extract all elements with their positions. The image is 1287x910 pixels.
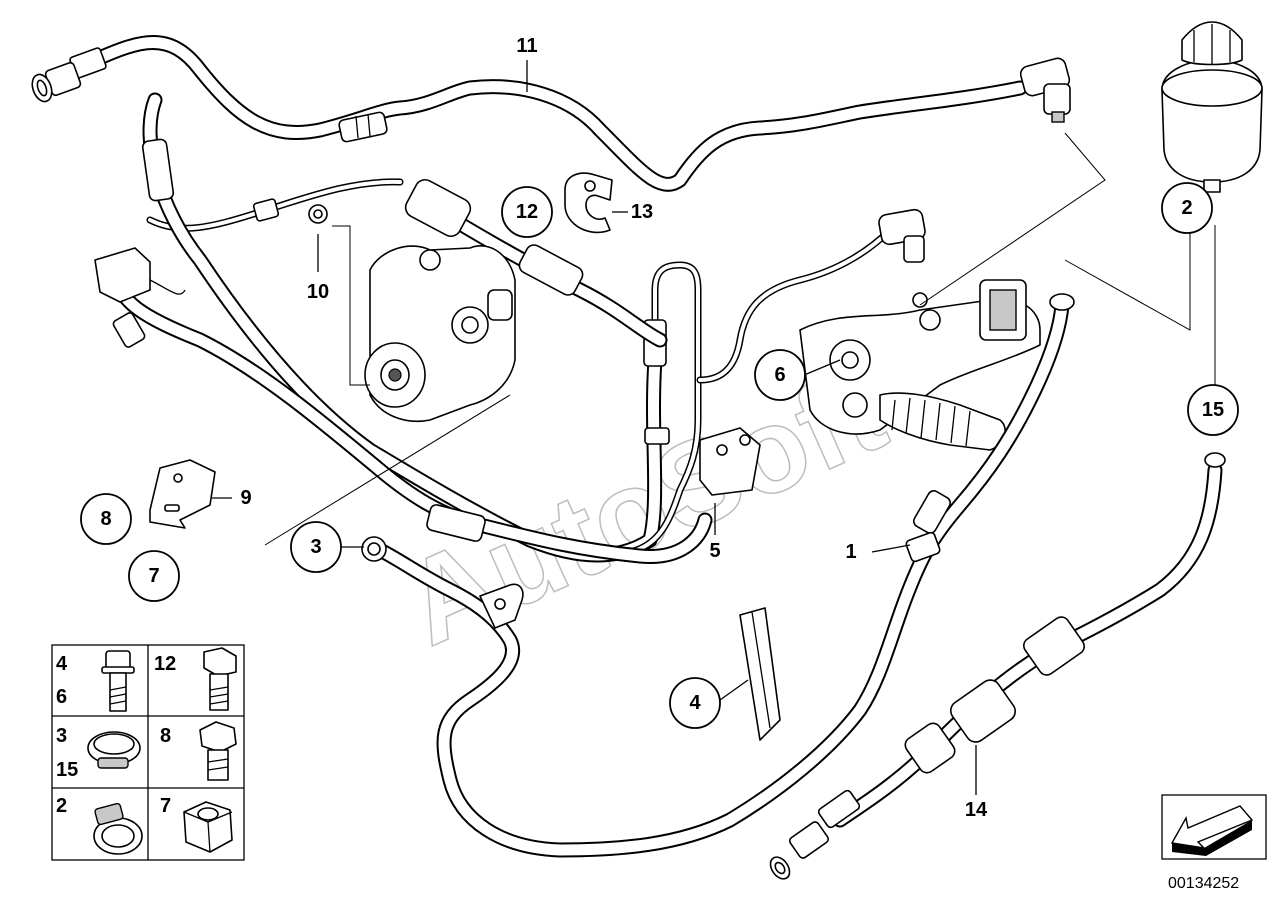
callout-5: 5 [709,540,720,562]
pump-bracket [94,247,186,303]
hose-connector-lower [769,821,830,880]
svg-text:8: 8 [160,725,171,747]
legend-cell-3-15: 3 15 [56,725,141,781]
callout-1: 1 [845,541,856,563]
hex-nut-icon [183,801,233,853]
legend-cell-12: 12 [154,647,237,711]
hex-bolt-icon [199,721,237,781]
diagram-id: 00134252 [1168,875,1239,892]
svg-text:3: 3 [56,725,67,747]
svg-text:15: 15 [1202,399,1224,421]
svg-text:7: 7 [160,795,171,817]
svg-text:10: 10 [307,281,329,303]
svg-text:8: 8 [100,508,111,530]
heat-shield-4 [739,607,781,741]
steering-boot [891,397,971,447]
svg-text:2: 2 [1181,197,1192,219]
steering-gear [799,279,1041,451]
hex-bolt-icon [203,647,237,711]
return-hose-1 [361,293,1075,858]
svg-text:13: 13 [631,201,653,223]
svg-text:12: 12 [154,653,176,675]
clamp-13 [564,172,613,234]
svg-text:12: 12 [516,201,538,223]
svg-text:14: 14 [965,799,988,821]
fastener-legend: 4 6 12 3 15 [51,644,245,861]
collar-bolt-icon [101,650,135,712]
power-steering-pump [364,245,516,422]
bracket-8-9 [149,459,216,529]
svg-text:3: 3 [310,536,321,558]
callout-10: 10 [307,281,329,303]
callout-13: 13 [631,201,653,223]
fluid-reservoir [1161,21,1263,193]
svg-text:6: 6 [56,686,67,708]
hose-connector-left [31,47,107,103]
hose-ferrule [338,111,388,143]
svg-text:1: 1 [845,541,856,563]
bracket-5 [699,427,761,496]
svg-text:5: 5 [709,540,720,562]
callout-6: 6 [754,349,806,401]
pressure-hose [141,92,663,563]
orientation-arrow-box [1161,794,1267,860]
svg-text:7: 7 [148,565,159,587]
callout-11: 11 [516,35,537,57]
legend-cell-2: 2 [56,795,143,855]
svg-text:4: 4 [56,653,68,675]
hose-14 [817,452,1226,829]
callout-12: 12 [501,186,553,238]
legend-cell-7: 7 [160,795,233,853]
callout-4: 4 [669,677,721,729]
worm-clamp-icon [93,802,143,855]
callout-15: 15 [1187,384,1239,436]
svg-text:4: 4 [689,692,701,714]
legend-cell-4-6: 4 6 [56,650,135,712]
arrow-icon [1170,805,1254,856]
svg-text:6: 6 [774,364,785,386]
callout-2: 2 [1161,182,1213,234]
guide-lines [264,132,1216,546]
svg-text:2: 2 [56,795,67,817]
pressure-pipe-upper [146,178,404,232]
callout-3: 3 [290,521,342,573]
pressure-hose-lower [111,262,713,564]
hose-11 [87,35,1028,192]
callout-14: 14 [965,799,988,821]
hose-clamp-icon [87,731,141,769]
callout-7: 7 [128,550,180,602]
gear-fitting [878,208,926,263]
svg-text:15: 15 [56,759,78,781]
callout-8: 8 [80,493,132,545]
svg-text:11: 11 [516,35,537,57]
callout-9: 9 [240,487,251,509]
svg-text:9: 9 [240,487,251,509]
legend-cell-8: 8 [160,721,237,781]
steering-pipe-bundle [404,178,894,384]
reservoir-hose-fitting [1019,57,1071,123]
